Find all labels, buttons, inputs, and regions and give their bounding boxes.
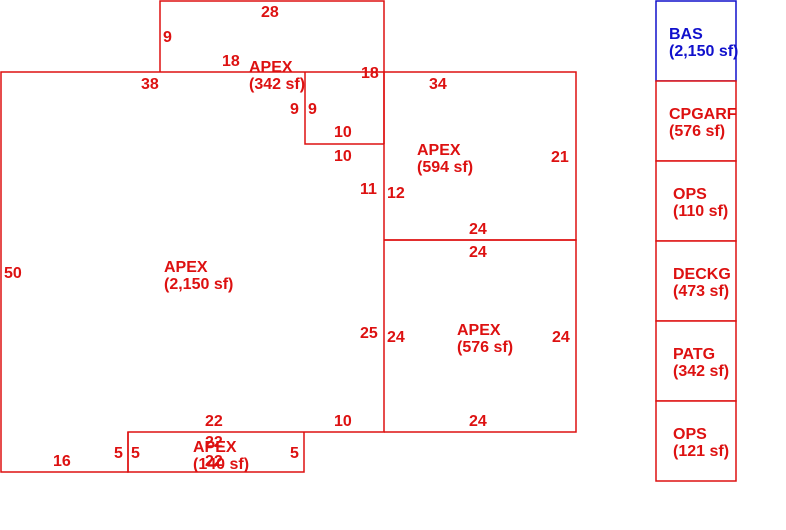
legend-item-cpgarf[interactable]: CPGARF (576 sf) xyxy=(655,80,737,162)
dimension-label: 9 xyxy=(290,101,299,118)
area-size: (594 sf) xyxy=(417,159,473,176)
dimension-label: 22 xyxy=(205,434,223,451)
area-name: APEX xyxy=(249,59,293,76)
bottom-section-outline xyxy=(127,432,305,473)
area-name: APEX xyxy=(164,259,208,276)
legend-code: OPS xyxy=(673,186,707,203)
legend-item-bas[interactable]: BAS (2,150 sf) xyxy=(655,0,738,82)
area-labels: APEX (342 sf) APEX (594 sf) APEX (2,150 … xyxy=(164,59,513,473)
area-size: (342 sf) xyxy=(249,76,305,93)
legend-size: (121 sf) xyxy=(673,443,729,460)
dimension-label: 11 xyxy=(360,181,377,198)
dimension-label: 10 xyxy=(334,148,352,165)
right-upper-section-outline xyxy=(384,71,577,241)
legend-code: BAS xyxy=(669,26,703,43)
dimension-label: 24 xyxy=(469,244,487,261)
dimension-label: 24 xyxy=(387,329,405,346)
dimension-label: 18 xyxy=(222,53,240,70)
dimension-label: 16 xyxy=(53,453,71,470)
dimension-label: 24 xyxy=(552,329,570,346)
legend-code: PATG xyxy=(673,346,715,363)
dimension-label: 50 xyxy=(4,265,22,282)
area-name: APEX xyxy=(193,439,237,456)
legend-size: (576 sf) xyxy=(669,123,725,140)
right-lower-section-outline xyxy=(384,239,577,433)
legend-item-deckg[interactable]: DECKG (473 sf) xyxy=(655,240,737,322)
dimension-label: 5 xyxy=(114,445,123,462)
legend-size: (2,150 sf) xyxy=(669,43,738,60)
notch-outline xyxy=(304,72,384,145)
dimension-label: 18 xyxy=(361,65,379,82)
legend-size: (342 sf) xyxy=(673,363,729,380)
legend-item-patg[interactable]: PATG (342 sf) xyxy=(655,320,737,402)
area-name: APEX xyxy=(417,142,461,159)
dimension-label: 34 xyxy=(429,76,447,93)
area-size: (2,150 sf) xyxy=(164,276,233,293)
legend-code: CPGARF xyxy=(669,106,737,123)
legend-code: OPS xyxy=(673,426,707,443)
area-size: (140 sf) xyxy=(193,456,249,473)
dimension-label: 25 xyxy=(360,325,378,342)
legend-box[interactable] xyxy=(655,160,737,242)
dimension-label: 21 xyxy=(551,149,569,166)
legend-panel: BAS (2,150 sf) CPGARF (576 sf) OPS (110 … xyxy=(655,0,738,482)
dimension-label: 5 xyxy=(290,445,299,462)
legend-box[interactable] xyxy=(655,400,737,482)
dimension-label: 9 xyxy=(308,101,317,118)
legend-box[interactable] xyxy=(655,320,737,402)
area-size: (576 sf) xyxy=(457,339,513,356)
legend-size: (473 sf) xyxy=(673,283,729,300)
dimension-label: 38 xyxy=(141,76,159,93)
dimension-label: 9 xyxy=(163,29,172,46)
dimension-label: 24 xyxy=(469,413,487,430)
dimension-label: 24 xyxy=(469,221,487,238)
dimension-label: 12 xyxy=(387,185,405,202)
dimension-label: 10 xyxy=(334,124,352,141)
area-name: APEX xyxy=(457,322,501,339)
dimension-label: 5 xyxy=(131,445,140,462)
dimension-label: 22 xyxy=(205,453,223,470)
legend-size: (110 sf) xyxy=(673,203,728,220)
dimension-labels: 28 9 18 18 38 34 9 9 10 10 21 11 12 24 2… xyxy=(4,4,570,470)
legend-box[interactable] xyxy=(655,80,737,162)
legend-item-ops-110[interactable]: OPS (110 sf) xyxy=(655,160,737,242)
legend-box[interactable] xyxy=(655,240,737,322)
dimension-label: 10 xyxy=(334,413,352,430)
legend-code: DECKG xyxy=(673,266,731,283)
sketch-outlines xyxy=(0,0,577,473)
legend-item-ops-121[interactable]: OPS (121 sf) xyxy=(655,400,737,482)
dimension-label: 22 xyxy=(205,413,223,430)
dimension-label: 28 xyxy=(261,4,279,21)
